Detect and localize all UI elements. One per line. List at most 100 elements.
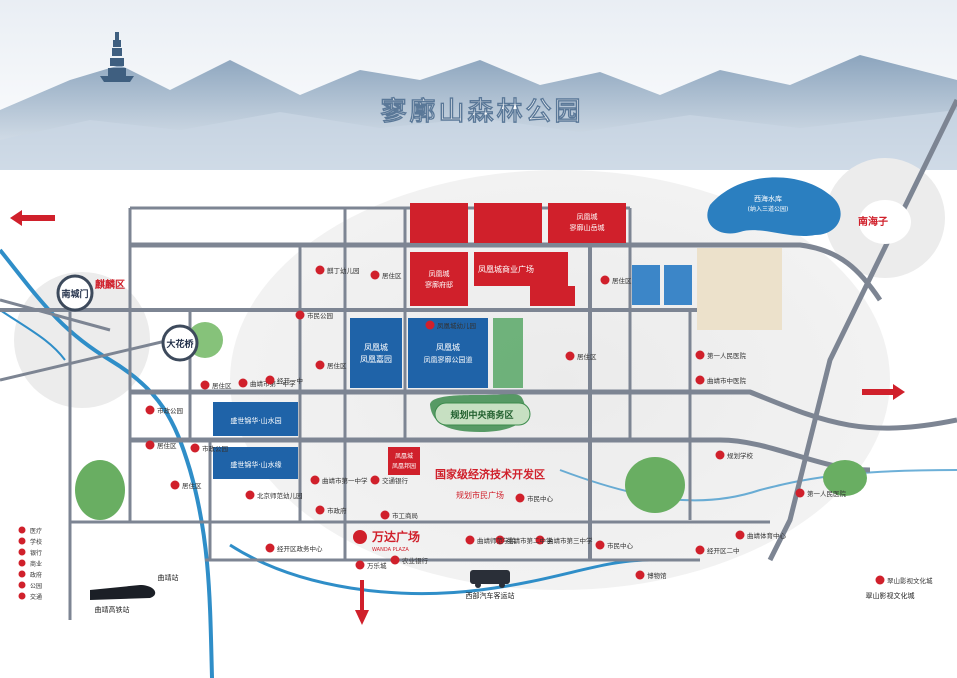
poi-marker-icon[interactable] [170, 480, 180, 490]
poi-marker-icon[interactable] [355, 560, 365, 570]
jingkai-label: 国家级经济技术开发区 [435, 467, 545, 481]
blue-c1-b: 凤凰嘉园 [360, 354, 392, 364]
poi-marker-icon[interactable] [245, 490, 255, 500]
poi-label: 博物馆 [647, 571, 667, 580]
poi-marker-icon[interactable] [265, 543, 275, 553]
poi-layer: 居住区麒丁幼儿园居住区曲靖市第一中学市政府第一人民医院曲靖市中医院居住区市民中心… [145, 265, 933, 585]
poi-marker-icon[interactable] [190, 443, 200, 453]
poi-label: 曲靖市第二中学 [507, 536, 553, 545]
poi-marker-icon[interactable] [695, 375, 705, 385]
reservoir-sublabel: (纳入三道公园) [748, 205, 789, 213]
poi-marker-icon[interactable] [200, 380, 210, 390]
poi-marker-icon[interactable] [380, 510, 390, 520]
legend-marker-icon [18, 581, 26, 589]
poi-marker-icon[interactable] [295, 310, 305, 320]
poi-marker-icon[interactable] [315, 360, 325, 370]
poi-label: 居住区 [327, 361, 347, 370]
dahuaqiao-node[interactable]: 大花桥 [161, 324, 199, 362]
poi-label: 交通银行 [382, 476, 409, 485]
block-b5-label-a: 凤凰城 [395, 453, 413, 460]
poi-marker-icon[interactable] [145, 440, 155, 450]
legend-label: 学校 [30, 538, 42, 546]
keyunzhan-label: 西部汽车客运站 [466, 591, 515, 600]
green-belt [493, 318, 523, 388]
poi-marker-icon[interactable] [695, 350, 705, 360]
poi-marker-icon[interactable] [315, 505, 325, 515]
poi-marker-icon[interactable] [390, 555, 400, 565]
legend-marker-icon [18, 537, 26, 545]
poi-label: 经开区二中 [707, 546, 740, 555]
nanchengmen-node[interactable]: 南城门 [56, 274, 94, 312]
poi-marker-icon[interactable] [595, 540, 605, 550]
block-b1-label-a: 凤凰城 [429, 270, 450, 278]
legend-label: 商业 [30, 560, 42, 568]
poi-marker-icon[interactable] [875, 575, 885, 585]
blue-c3: 盛世锦华·山水园 [230, 416, 281, 425]
nanhaizi-core [859, 200, 911, 244]
xihai-reservoir [707, 177, 841, 237]
blue-blocks [213, 265, 692, 479]
poi-marker-icon[interactable] [495, 535, 505, 545]
wanda-label: 万达广场 [371, 529, 420, 544]
poi-label: 曲靖市第三中学 [547, 536, 593, 545]
legend-label: 银行 [30, 549, 42, 557]
poi-marker-icon[interactable] [315, 265, 325, 275]
poi-label: 市政公园 [157, 406, 183, 415]
poi-marker-icon[interactable] [735, 530, 745, 540]
huochezhan-label: 曲靖站 [158, 573, 179, 582]
train-icon [90, 585, 156, 600]
legend-label: 公园 [30, 583, 42, 590]
nanchengmen-label: 南城门 [61, 288, 88, 300]
legend-marker-icon [18, 592, 26, 600]
poi-label: 农业银行 [402, 556, 429, 565]
poi-marker-icon[interactable] [265, 375, 275, 385]
poi-marker-icon[interactable] [795, 488, 805, 498]
block-b4-label-a: 凤凰城 [577, 213, 598, 221]
poi-label: 麒丁幼儿园 [327, 266, 360, 275]
block-b2-label: 凤凰城商业广场 [478, 264, 534, 274]
wanda-plaza[interactable]: 万达广场 WANDA PLAZA [353, 529, 420, 553]
poi-label: 北京师范幼儿园 [257, 491, 303, 500]
block-b1-label-b: 寥廓府邸 [425, 280, 453, 289]
poi-marker-icon[interactable] [565, 351, 575, 361]
poi-marker-icon[interactable] [370, 270, 380, 280]
poi-marker-icon[interactable] [145, 405, 155, 415]
poi-marker-icon[interactable] [515, 493, 525, 503]
block-b4-label-b: 寥廓山岳城 [570, 223, 605, 232]
legend-marker-icon [18, 570, 26, 578]
poi-marker-icon[interactable] [310, 475, 320, 485]
river-south [229, 543, 651, 596]
legend-marker-icon [18, 526, 26, 534]
poi-label: 曲靖市中医院 [707, 376, 747, 385]
poi-marker-icon[interactable] [238, 378, 248, 388]
blue-c2-a: 凤凰城 [436, 343, 460, 352]
poi-marker-icon[interactable] [535, 535, 545, 545]
blue-c1-a: 凤凰城 [364, 343, 388, 352]
arrow-east [862, 384, 905, 400]
park-east [625, 457, 685, 513]
poi-marker-icon[interactable] [715, 450, 725, 460]
mountain-range-front [0, 110, 957, 170]
poi-marker-icon[interactable] [425, 320, 435, 330]
poi-marker-icon[interactable] [370, 475, 380, 485]
poi-marker-icon[interactable] [695, 545, 705, 555]
poi-label: 居住区 [612, 276, 632, 285]
poi-label: 居住区 [577, 352, 597, 361]
poi-label: 居住区 [212, 381, 232, 390]
poi-marker-icon[interactable] [600, 275, 610, 285]
legend-label: 医疗 [30, 527, 42, 535]
qilin-label: 麒麟区 [95, 278, 125, 291]
poi-label: 居住区 [382, 271, 402, 280]
poi-label: 居住区 [182, 481, 202, 490]
poi-label: 市政府 [327, 506, 347, 515]
poi-label: 曲靖市第一中学 [250, 379, 296, 388]
poi-marker-icon[interactable] [635, 570, 645, 580]
page-title: 寥廓山森林公园 [380, 96, 583, 127]
park-far-east [823, 460, 867, 496]
poi-label: 曲靖市第一中学 [322, 476, 368, 485]
poi-marker-icon[interactable] [465, 535, 475, 545]
tan-block [697, 248, 782, 330]
